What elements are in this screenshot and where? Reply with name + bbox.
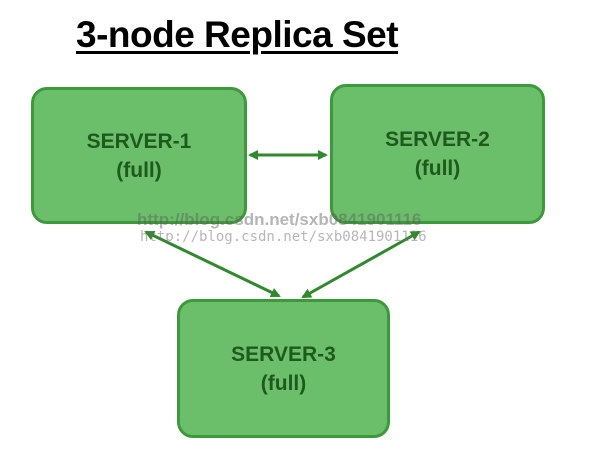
arrow-server2-server3	[301, 230, 421, 299]
watermark-text: http://blog.csdn.net/sxb0841901116	[137, 210, 422, 229]
node-label: SERVER-2	[385, 128, 490, 151]
server-1-node: SERVER-1 (full)	[31, 87, 247, 224]
node-label: SERVER-1	[86, 129, 192, 153]
page-title: 3-node Replica Set	[76, 14, 399, 55]
node-role: (full)	[414, 157, 461, 180]
arrow-server1-server3	[144, 230, 281, 298]
node-role: (full)	[116, 158, 162, 182]
node-label: SERVER-3	[231, 342, 336, 366]
node-role: (full)	[260, 371, 307, 395]
server-2-node: SERVER-2 (full)	[330, 84, 545, 224]
server-3-node: SERVER-3 (full)	[177, 299, 390, 438]
watermark-text-secondary: http://blog.csdn.net/sxb0841901116	[140, 229, 427, 245]
